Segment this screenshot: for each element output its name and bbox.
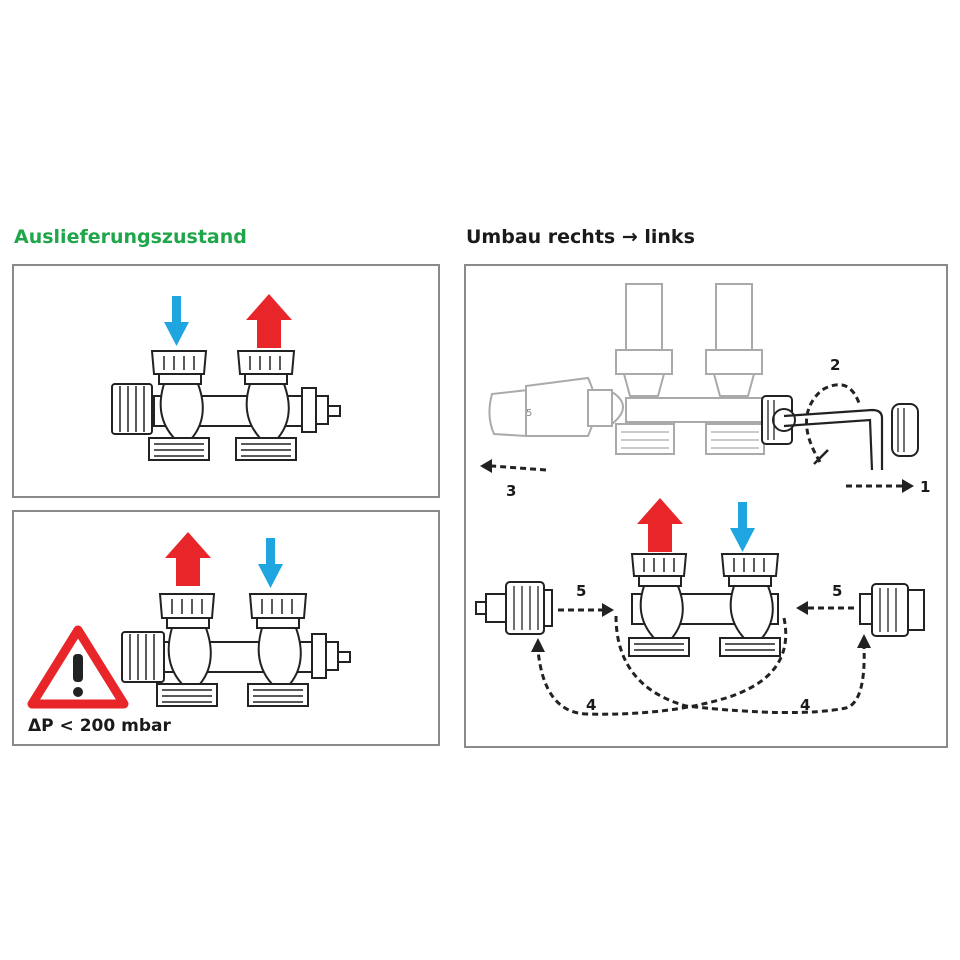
valve-body-icon [121,593,351,707]
cap-icon [891,403,919,457]
step-4-swap-arrows-icon [536,615,866,716]
cold-arrow-down-icon [730,502,755,552]
step-5-arrow-right-icon [796,601,854,615]
step-4-arrowhead-right [857,634,871,648]
hex-key-icon [783,408,884,471]
step-5-arrow-left-icon [558,603,614,617]
step-label-2: 2 [830,356,841,374]
step-label-1: 1 [920,478,931,496]
step-label-4-left: 4 [586,696,597,714]
cold-arrow-down-icon [258,538,283,588]
step-label-5-right: 5 [832,582,843,600]
thermostat-head-icon [488,376,624,438]
hot-arrow-up-icon [246,294,292,348]
step-label-3: 3 [506,482,517,500]
reversed-flow-panel: ΔP < 200 mbar [12,510,440,746]
reversed-valve-drawing [27,532,351,709]
delivery-state-title: Auslieferungszustand [14,226,247,248]
arc-end-mark [813,449,829,465]
conversion-panel: 5 [464,264,948,748]
converted-valve-icon [628,553,781,657]
delivery-valve-drawing [111,294,341,461]
step-label-4-right: 4 [800,696,811,714]
mounted-valve-icon [615,349,767,455]
valve-body-icon [111,350,341,461]
conversion-title: Umbau rechts → links [466,226,695,248]
delivery-state-panel [12,264,440,498]
dial-mark: 5 [526,408,532,419]
hot-arrow-up-icon [637,498,683,552]
valve-insert-left-icon [475,581,553,635]
pressure-warning-text: ΔP < 200 mbar [28,716,171,736]
step-label-5-left: 5 [576,582,587,600]
plug-right-icon [859,583,925,637]
warning-triangle-icon [27,625,129,709]
conversion-drawing: 5 [475,283,925,716]
supply-pipes-icon [625,283,753,353]
rotate-arc-icon [805,383,862,463]
valve-insert-mounted-icon [761,395,796,445]
step-4-arrowhead-left [531,638,545,652]
cold-arrow-down-icon [164,296,189,346]
hot-arrow-up-icon [165,532,211,586]
step-3-arrow-icon [480,459,547,473]
step-1-arrow-icon [846,479,914,493]
